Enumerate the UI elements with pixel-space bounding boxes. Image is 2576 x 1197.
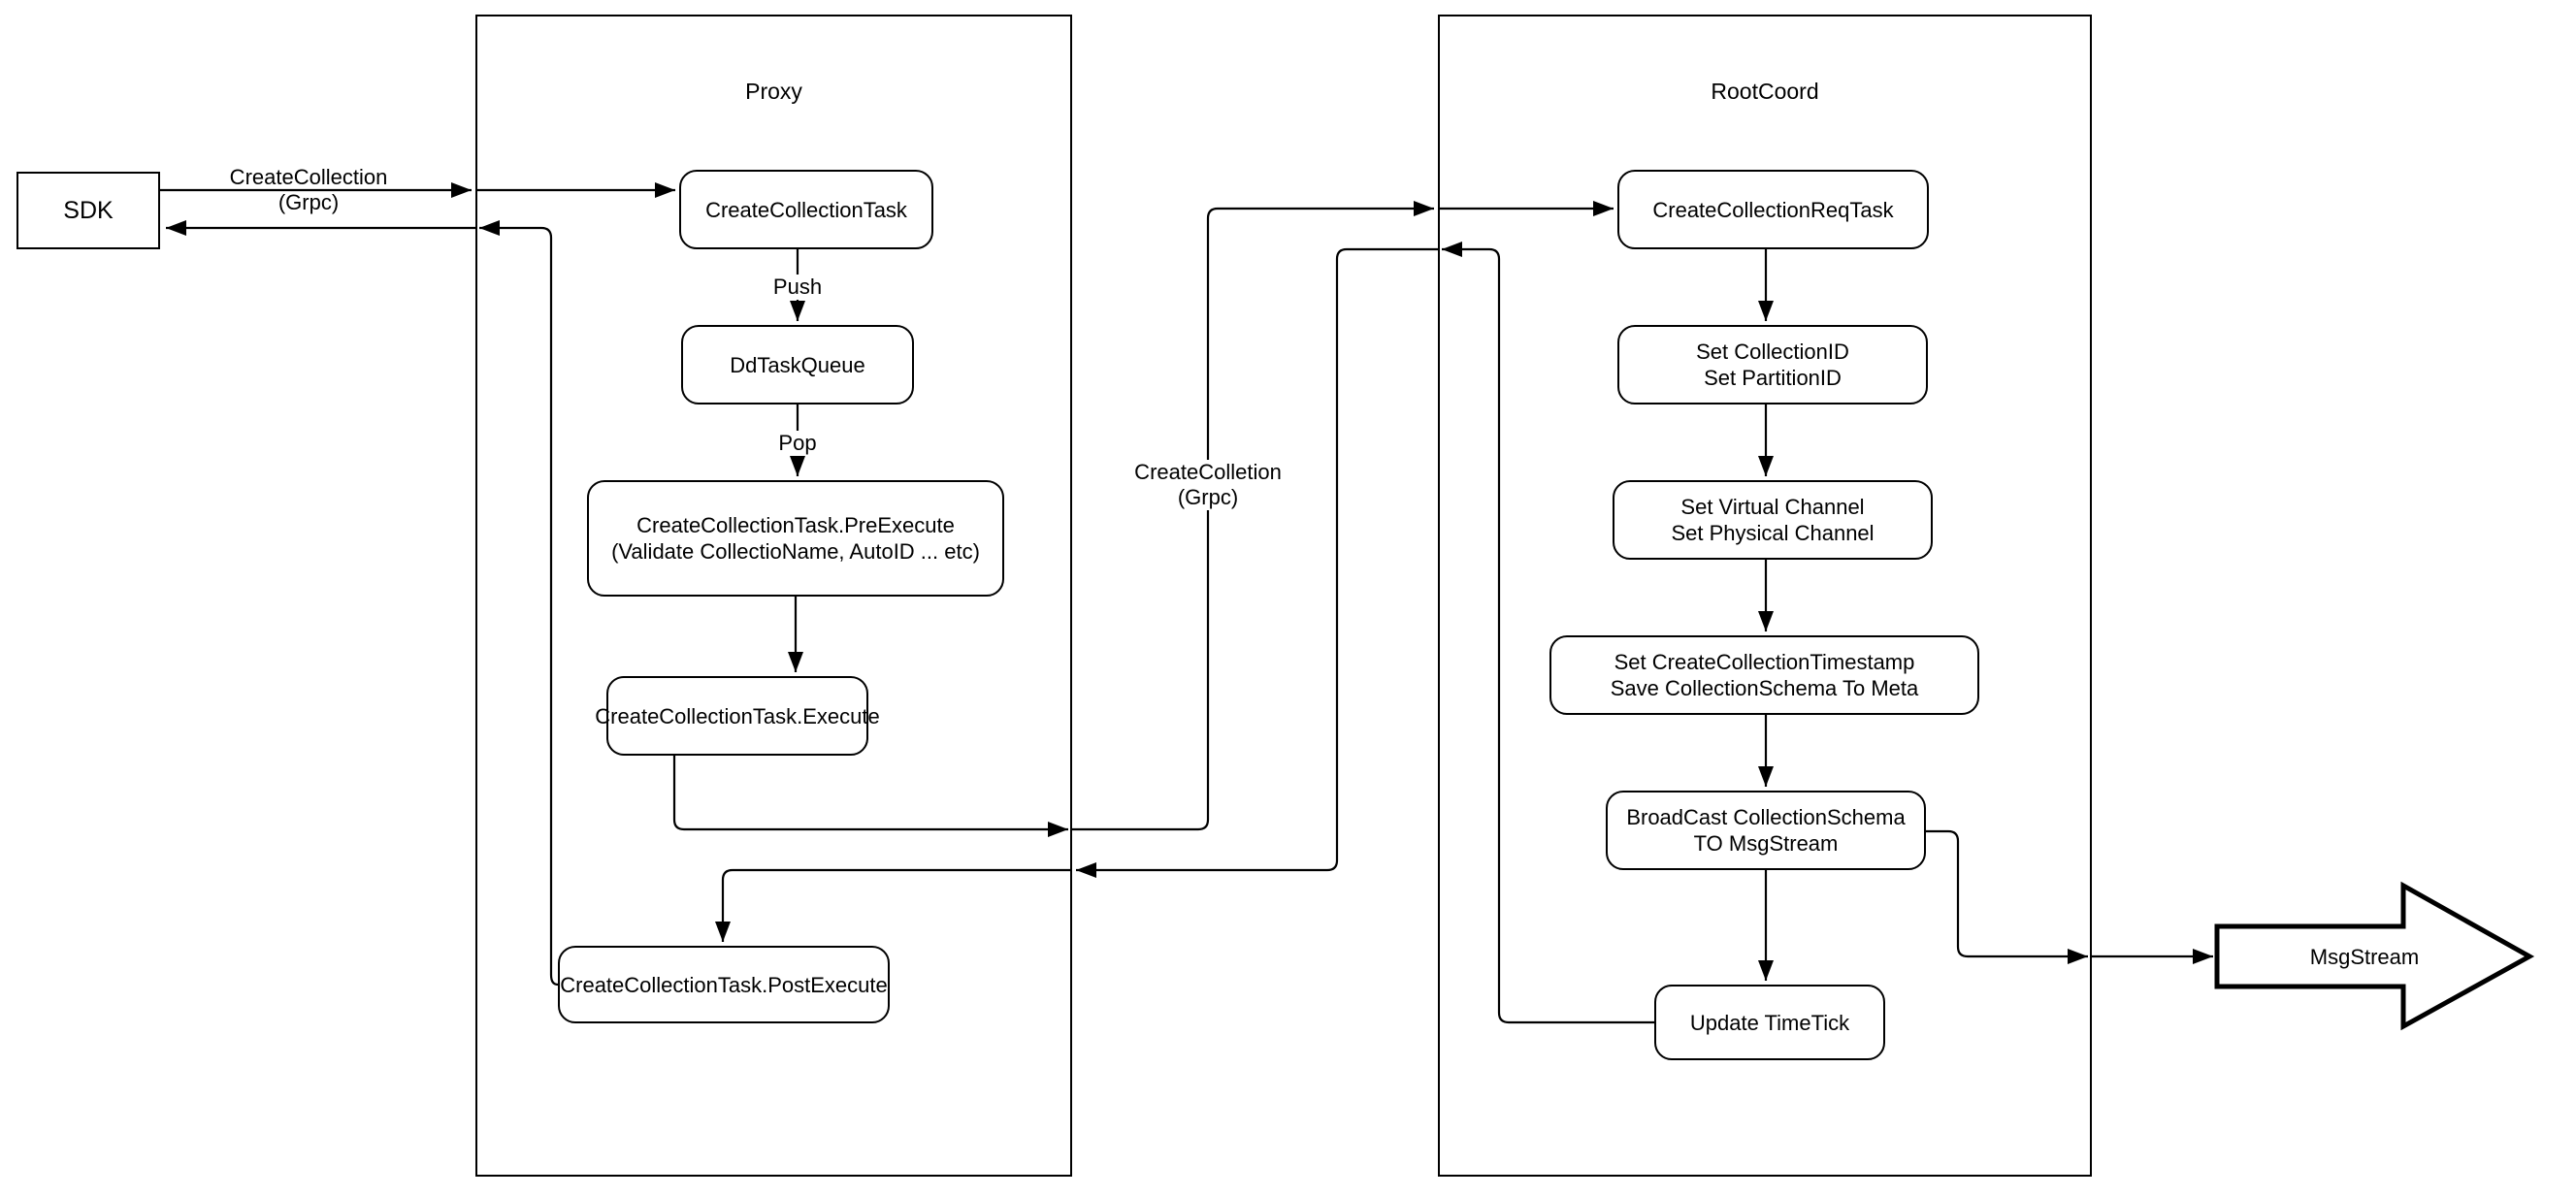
edge-return-to-postexecute (715, 868, 1072, 942)
node-set-collectionid: Set CollectionID Set PartitionID (1617, 325, 1928, 404)
msgstream-arrow-shape (2214, 881, 2535, 1031)
node-createcollectiontask: CreateCollectionTask (679, 170, 933, 249)
node-sdk: SDK (16, 172, 160, 249)
proxy-title: Proxy (745, 79, 802, 104)
msgstream-label: MsgStream (2309, 945, 2420, 969)
label-push: Push (767, 275, 828, 300)
node-update-timetick: Update TimeTick (1654, 985, 1885, 1060)
node-postexecute: CreateCollectionTask.PostExecute (558, 946, 890, 1023)
node-ddtaskqueue: DdTaskQueue (681, 325, 914, 404)
edge-broadcast-to-rootcoord-border (1926, 829, 2088, 964)
label-pop: Pop (773, 431, 822, 456)
node-set-channels: Set Virtual Channel Set Physical Channel (1613, 480, 1933, 560)
node-preexecute: CreateCollectionTask.PreExecute (Validat… (587, 480, 1004, 597)
node-broadcast-schema: BroadCast CollectionSchema TO MsgStream (1606, 791, 1926, 870)
label-createcollection-grpc: CreateCollection (Grpc) (229, 165, 388, 214)
label-createcolletion-grpc: CreateColletion (Grpc) (1129, 460, 1287, 510)
edge-postexecute-to-proxy-border (479, 220, 559, 987)
rootcoord-title: RootCoord (1711, 79, 1819, 104)
edge-timetick-to-rootcoord-border (1442, 242, 1654, 1024)
edge-grpc-to-rootcoord-border (1072, 201, 1434, 831)
edge-execute-to-proxy-border (672, 756, 1068, 837)
node-execute: CreateCollectionTask.Execute (595, 676, 880, 756)
node-set-timestamp: Set CreateCollectionTimestamp Save Colle… (1549, 635, 1979, 715)
node-createcollectionreqtask: CreateCollectionReqTask (1617, 170, 1929, 249)
edge-return-to-proxy-border (1076, 247, 1438, 878)
